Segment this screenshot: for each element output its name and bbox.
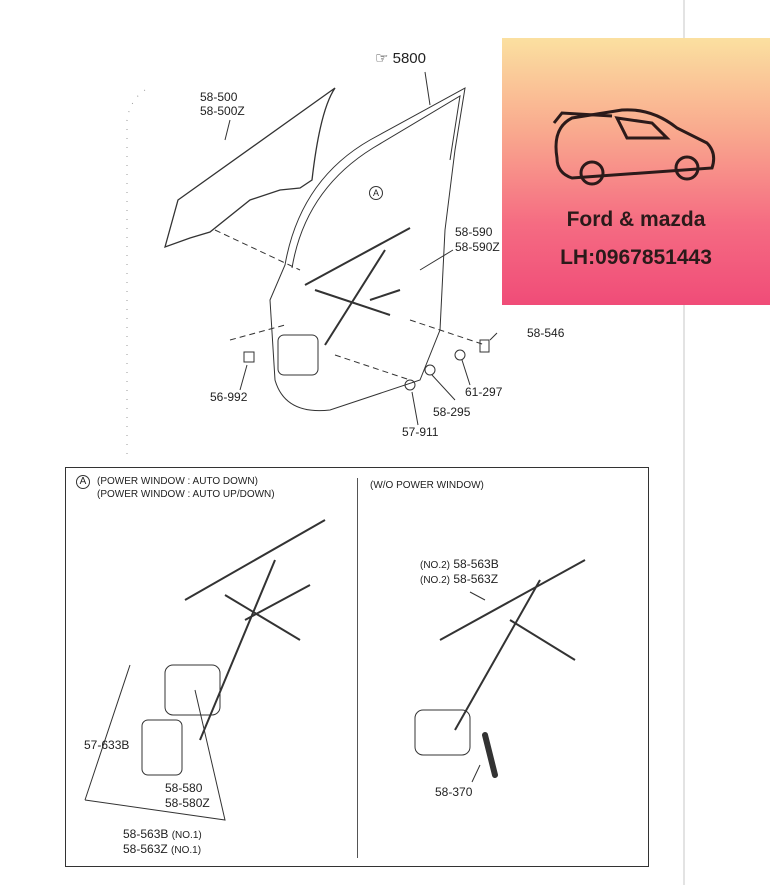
part-label: 57-911 <box>402 425 439 439</box>
bolt-57-911 <box>404 379 416 391</box>
part-label: 61-297 <box>465 385 503 399</box>
part-number: 58-563B <box>453 557 499 571</box>
part-label: 58-580 <box>165 781 203 795</box>
door-glass <box>164 87 336 249</box>
ref-5800: ☞ 5800 <box>375 50 426 67</box>
part-label: 58-370 <box>435 785 473 799</box>
detail-title: (POWER WINDOW : AUTO UP/DOWN) <box>97 489 275 500</box>
part-number: 58-563Z <box>123 842 168 856</box>
part-qualifier: (NO.2) <box>420 575 450 586</box>
part-label: 58-295 <box>433 405 471 419</box>
nut-58-295 <box>424 364 436 376</box>
detail-title: (W/O POWER WINDOW) <box>370 480 484 491</box>
part-label: 58-590 <box>455 225 493 239</box>
detail-regulator-manual <box>439 559 586 731</box>
clip-58-546 <box>479 339 490 353</box>
part-label: (NO.2) 58-563Z <box>420 572 498 588</box>
part-label: 58-563B (NO.1) <box>123 827 202 843</box>
detail-title: (POWER WINDOW : AUTO DOWN) <box>97 476 258 487</box>
callout-a: A <box>369 186 383 200</box>
bolt-61-297 <box>454 349 466 361</box>
part-label: 58-563Z (NO.1) <box>123 842 201 858</box>
phone-text: LH:0967851443 <box>560 246 712 269</box>
part-number: 58-563B <box>123 827 169 841</box>
leader-lines <box>224 71 498 426</box>
window-crank-handle <box>482 732 498 778</box>
detail-regulator-power <box>184 519 326 741</box>
door-frame <box>269 87 466 412</box>
regulator-base-manual <box>414 709 471 756</box>
part-label: 58-580Z <box>165 796 210 810</box>
brand-text: Ford & mazda <box>566 208 706 231</box>
part-label: 58-500Z <box>200 104 245 118</box>
regulator-motor <box>277 334 319 376</box>
sports-car-icon <box>552 108 716 186</box>
detail-divider <box>357 478 358 858</box>
door-frame-inner <box>291 95 461 269</box>
page-edge-divider <box>683 0 685 885</box>
window-regulator <box>304 227 411 346</box>
pointing-hand-icon: ☞ <box>375 50 389 67</box>
watermark-logo: Ford & mazda LH:0967851443 <box>502 38 770 305</box>
detail-panel <box>65 467 649 867</box>
part-label: 56-992 <box>210 390 248 404</box>
part-number: 58-563Z <box>453 572 499 586</box>
part-label: (NO.2) 58-563B <box>420 557 499 573</box>
detail-leaders-left <box>84 664 226 821</box>
part-qualifier: (NO.1) <box>171 830 202 841</box>
body-outline <box>126 89 146 460</box>
part-label: 58-546 <box>527 326 565 340</box>
regulator-base <box>164 664 221 716</box>
part-qualifier: (NO.1) <box>171 845 202 856</box>
detail-leaders-right <box>469 591 486 783</box>
part-label: 58-500 <box>200 90 238 104</box>
part-qualifier: (NO.2) <box>420 560 450 571</box>
part-label: 57-633B <box>84 738 130 752</box>
callout-a-marker: A <box>76 475 90 489</box>
bolt-56-992 <box>243 351 255 363</box>
part-label: 58-590Z <box>455 240 500 254</box>
window-motor-58-580 <box>141 719 183 776</box>
